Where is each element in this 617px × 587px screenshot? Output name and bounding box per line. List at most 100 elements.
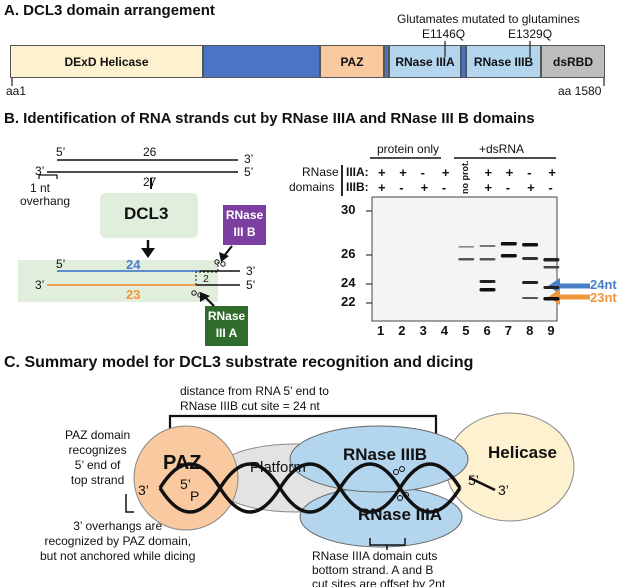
model-paz-label: PAZ [163, 452, 202, 474]
marker-30: 30 [341, 202, 356, 217]
domain-rnase-iiia: RNase IIIA [389, 45, 461, 78]
gel-sign-iiib-lane-2: - [399, 180, 404, 195]
overhang-note-1: 3’ overhangs are [73, 519, 163, 533]
model-three-left: 3’ [138, 482, 149, 498]
gel-row-label-domains: domains [289, 180, 335, 194]
gel-band-lane-8-9 [522, 257, 539, 260]
gel-band-lane-9-15 [543, 297, 560, 301]
gel-lane-8: 8 [526, 323, 534, 338]
gel-sign-iiib-lane-7: - [505, 180, 511, 195]
paz-note: PAZ domain recognizes 5’ end of top stra… [65, 428, 130, 488]
model-rnase-iiia-label: RNase IIIA [358, 505, 443, 524]
gel-sign-iiia-lane-6: + [484, 165, 493, 180]
rnase-iiia-label-2: III A [215, 326, 238, 340]
product-top-five: 5’ [56, 257, 66, 271]
gel-row-label-rnase: RNase [302, 165, 339, 179]
mutation-e1329q: E1329Q [508, 27, 553, 41]
rnase-iiib-label-2: III B [233, 225, 256, 239]
gel-lane-3: 3 [419, 323, 427, 338]
aa-start-label: aa1 [6, 84, 27, 98]
arrow-label-24nt: 24nt [590, 277, 617, 292]
arrow-label-23nt: 23nt [590, 290, 617, 305]
top-strand-length: 26 [143, 145, 157, 159]
overhang-note: 3’ overhangs are recognized by PAZ domai… [40, 519, 195, 564]
rnase-iiia-box: RNase III A [205, 308, 248, 342]
mutation-note: Glutamates mutated to glutamines [397, 12, 580, 26]
aa-end-label: aa 1580 [558, 84, 602, 98]
model-helicase-label: Helicase [488, 443, 557, 462]
gel-sign-iiib-lane-1: + [378, 180, 386, 195]
marker-22: 22 [341, 294, 356, 309]
model-phosphate: P [190, 488, 200, 504]
gel-band-lane-7-6 [500, 242, 517, 246]
gel-lane-5: 5 [462, 323, 470, 338]
gel-row-iiia: IIIA: [346, 165, 369, 179]
gel-row-iiib: IIIB: [346, 180, 369, 194]
bottom-strand-length: 27 [143, 175, 157, 189]
gel-lane-6: 6 [483, 323, 491, 338]
gel-sign-iiib-lane-4: - [441, 180, 447, 195]
gel-band-lane-6-3 [479, 258, 496, 261]
top-strand-three: 3’ [244, 152, 254, 166]
top-strand-five: 5’ [56, 145, 66, 159]
model-three-right: 3’ [498, 482, 509, 498]
rnase-iiib-label-1: RNase [225, 208, 264, 222]
gel-sign-iiia-lane-3: - [420, 165, 425, 180]
marker-24: 24 [341, 275, 356, 290]
model-five-right: 5’ [468, 472, 479, 488]
paz-note-3: 5’ end of [74, 458, 121, 472]
product-bottom-three: 3’ [35, 278, 45, 292]
panel-a-title: A. DCL3 domain arrangement [4, 2, 215, 19]
gel-sign-iiib-lane-3: + [420, 180, 429, 195]
model-rnase-iiib-label: RNase IIIB [343, 445, 428, 464]
gel-band-lane-9-13 [543, 266, 560, 269]
dcl3-label: DCL3 [124, 204, 169, 223]
cut-offset-label: 2 [203, 273, 209, 285]
gel-sign-iiia-lane-4: + [441, 165, 450, 180]
cut-note-3: cut sites are offset by 2nt [312, 577, 446, 587]
gel-band-lane-5-0 [458, 246, 475, 248]
domain-linker-2 [461, 45, 466, 78]
cut-note: RNase IIIA domain cuts bottom strand. A … [312, 549, 445, 587]
gel-sign-iiia-lane-7: + [505, 165, 514, 180]
product-bottom-five: 5’ [246, 278, 256, 292]
gel-sign-iiia-lane-2: + [399, 165, 407, 180]
overhang-note-3: but not anchored while dicing [40, 549, 196, 563]
gel-group-dsrna: +dsRNA [479, 142, 525, 156]
gel-band-lane-9-12 [543, 258, 560, 262]
gel-lane-7: 7 [504, 323, 513, 338]
gel-band-lane-6-4 [479, 280, 496, 283]
gel-band-lane-8-10 [522, 281, 539, 284]
gel-band-lane-5-1 [458, 258, 475, 261]
overhang-label-1: 1 nt [30, 181, 51, 195]
gel-lane-4: 4 [440, 323, 449, 338]
gel-sign-iiia-lane-9: + [548, 165, 556, 180]
domain-linker [384, 45, 389, 78]
paz-note-1: PAZ domain [65, 428, 131, 442]
gel-sign-iiia-lane-8: - [527, 165, 532, 180]
overhang-label-2: overhang [20, 194, 71, 208]
gel-lane-1: 1 [377, 323, 385, 338]
gel-band-lane-9-14 [543, 286, 560, 289]
domain-dsrbd: dsRBD [541, 45, 605, 78]
rnase-iiia-label-1: RNase [207, 309, 246, 323]
gel-band-lane-6-2 [479, 245, 496, 247]
paz-note-4: top strand [70, 473, 125, 487]
gel-lane-2: 2 [398, 323, 406, 338]
domain-rnase-iiib: RNase IIIB [466, 45, 541, 78]
marker-26: 26 [341, 246, 356, 261]
distance-note-2: RNase IIIB cut site = 24 nt [180, 399, 320, 413]
gel-lane-9: 9 [547, 323, 555, 338]
product-top-length: 24 [126, 257, 141, 272]
cut-note-2: bottom strand. A and B [312, 563, 434, 577]
panel-b-title: B. Identification of RNA strands cut by … [4, 110, 535, 127]
product-top-three: 3’ [246, 264, 256, 278]
gel-band-lane-8-11 [522, 297, 539, 299]
gel-sign-iiib-lane-8: + [527, 180, 535, 195]
domain-helicase: DExD Helicase [10, 45, 203, 78]
paz-note-2: recognizes [68, 443, 127, 457]
bottom-strand-three: 3’ [35, 164, 45, 178]
